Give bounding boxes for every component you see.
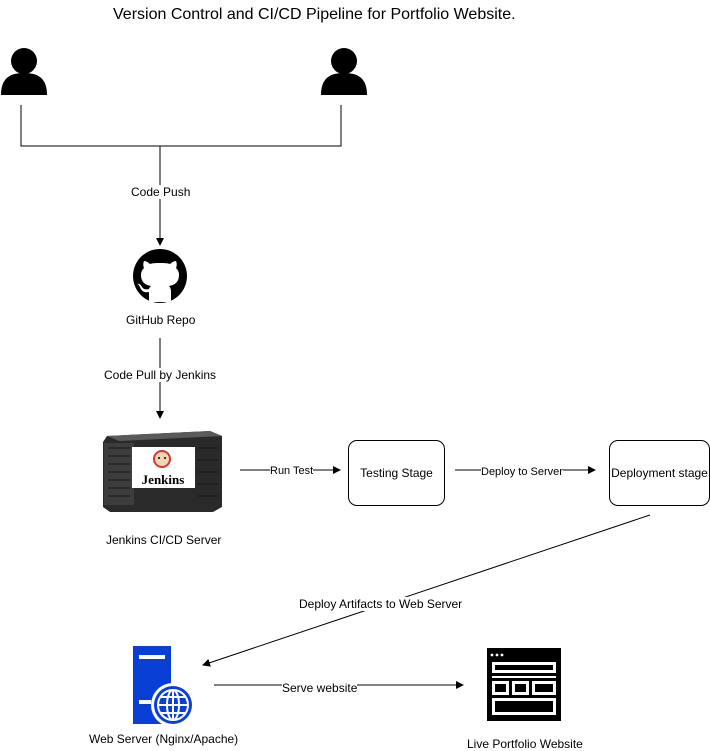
run-test-label: Run Test xyxy=(270,464,314,478)
testing-stage-label: Testing Stage xyxy=(360,466,433,480)
jenkins-server-label: Jenkins CI/CD Server xyxy=(106,533,222,547)
website-layout-icon xyxy=(487,648,561,721)
user-icon xyxy=(321,48,367,95)
deploy-to-server-label: Deploy to Server xyxy=(481,465,563,479)
jenkins-server-icon: Jenkins xyxy=(103,431,222,512)
diagram-title: Version Control and CI/CD Pipeline for P… xyxy=(113,6,516,23)
user-icon xyxy=(1,48,47,95)
deployment-stage-label: Deployment stage xyxy=(611,466,708,480)
deploy-artifacts-label: Deploy Artifacts to Web Server xyxy=(299,597,463,611)
code-pull-label: Code Pull by Jenkins xyxy=(104,368,217,382)
code-push-label: Code Push xyxy=(131,185,191,199)
github-repo-label: GitHub Repo xyxy=(126,313,196,327)
deployment-stage-box: Deployment stage xyxy=(609,440,710,506)
users-connector xyxy=(20,105,342,147)
jenkins-logo-text: Jenkins xyxy=(142,472,185,487)
web-server-icon xyxy=(133,646,195,727)
github-icon xyxy=(133,249,187,303)
live-website-label: Live Portfolio Website xyxy=(467,737,583,751)
web-server-label: Web Server (Nginx/Apache) xyxy=(89,732,239,746)
serve-website-label: Serve website xyxy=(282,681,358,695)
jenkins-logo-icon xyxy=(153,450,171,468)
deploy-artifacts-arrow xyxy=(202,514,651,667)
testing-stage-box: Testing Stage xyxy=(348,440,445,506)
